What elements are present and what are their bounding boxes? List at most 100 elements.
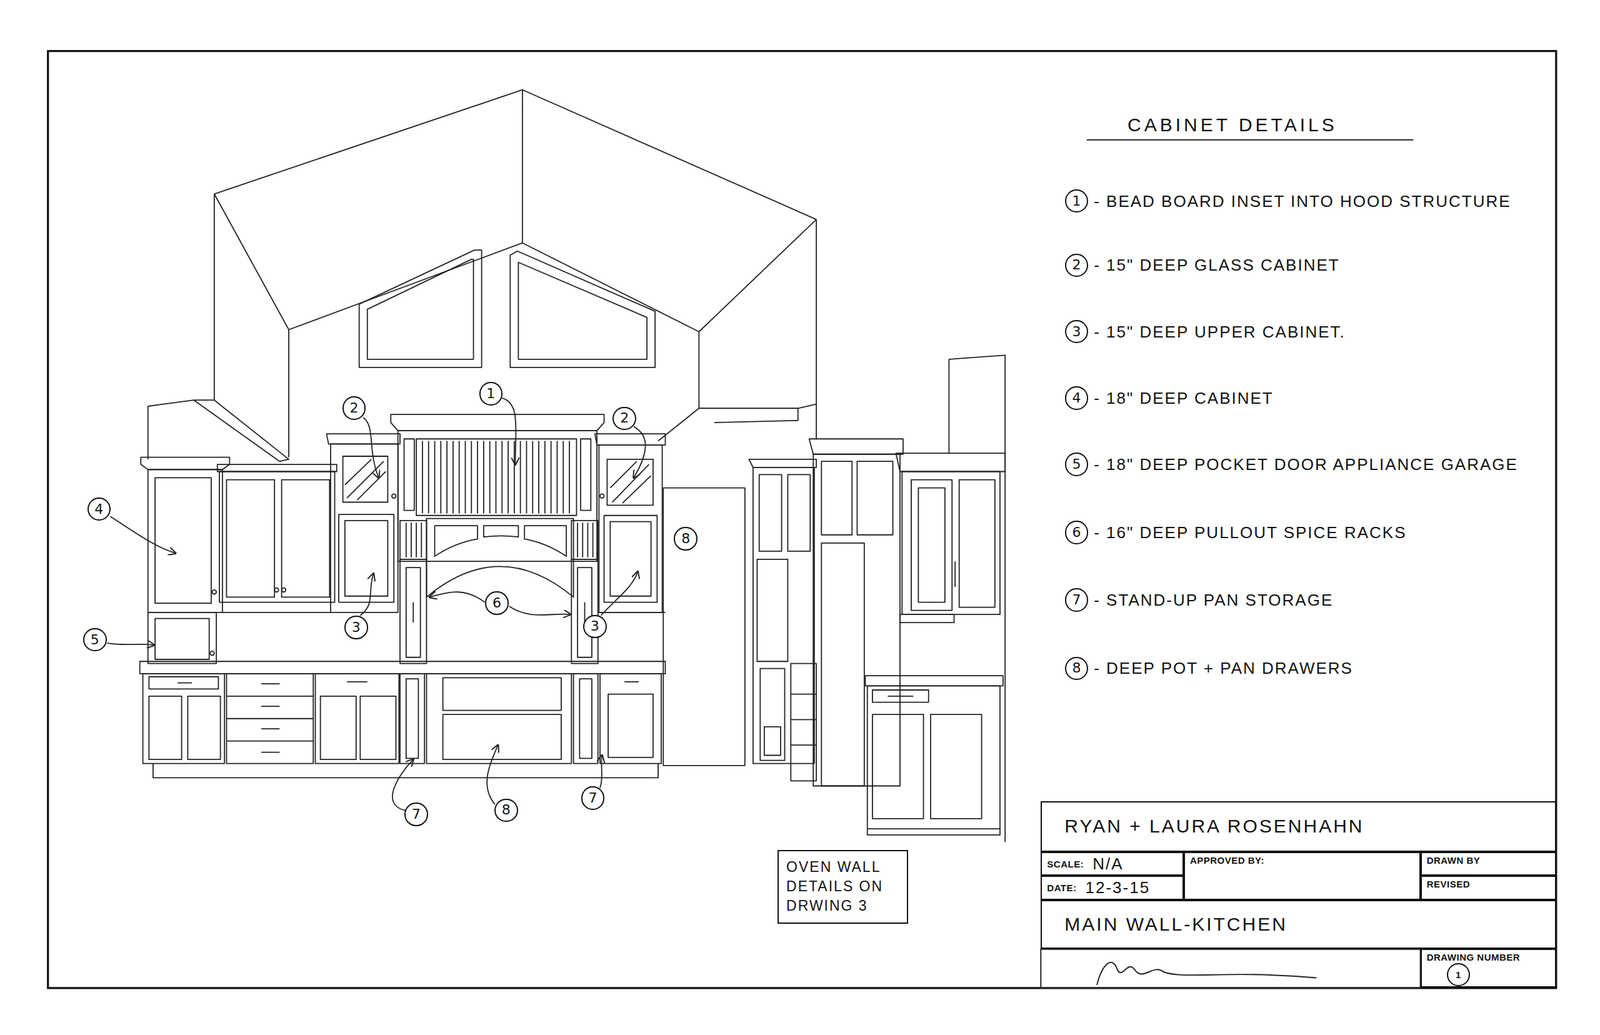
field-label: APPROVED BY:	[1190, 855, 1265, 866]
field-label: REVISED	[1426, 878, 1470, 890]
handwritten-text: MAIN WALL-KITCHEN	[1064, 913, 1288, 935]
side-wall-cabinets	[748, 459, 817, 468]
main-wall-cabinets	[443, 677, 562, 710]
side-wall-cabinets	[895, 453, 1005, 472]
detail-description: - BEAD BOARD INSET INTO HOOD STRUCTURE	[1093, 191, 1511, 211]
callout-number: 6	[1065, 520, 1089, 545]
details-list-marks	[1086, 139, 1414, 141]
drawing-number-cell: DRAWING NUMBER1	[1420, 948, 1557, 988]
callout-number-text: 4	[1071, 391, 1081, 405]
main-wall-cabinets	[320, 696, 357, 760]
main-wall-cabinets	[148, 469, 223, 613]
callout-number: 4	[1065, 386, 1089, 410]
main-wall-cabinets	[281, 480, 330, 598]
callout-number-text: 3	[1071, 325, 1081, 339]
main-wall-cabinets	[600, 493, 605, 499]
side-wall-cabinets	[790, 694, 817, 746]
main-wall-cabinets	[219, 471, 335, 603]
side-wall-cabinets	[790, 663, 817, 782]
callout-number-text: 1	[1455, 969, 1462, 980]
main-wall-cabinets	[274, 588, 279, 593]
note-box: OVEN WALL DETAILS ON DRWING 3	[777, 850, 909, 924]
main-wall-cabinets	[608, 694, 654, 758]
callout-number-text: 5	[90, 633, 100, 647]
main-wall-cabinets	[148, 612, 217, 664]
side-wall-cabinets	[856, 461, 893, 535]
callout-number: 8	[1065, 656, 1089, 681]
field-label: DRAWN BY	[1426, 855, 1481, 866]
field-label: SCALE:	[1046, 858, 1084, 870]
ceiling	[658, 404, 817, 442]
main-wall-cabinets	[600, 673, 662, 764]
ceiling	[359, 250, 482, 368]
main-wall-cabinets	[217, 464, 337, 472]
callout-number-text: 7	[588, 791, 598, 805]
leader-lines	[600, 755, 602, 789]
scale-cell: SCALE: N/A	[1040, 851, 1184, 876]
main-wall-cabinets	[140, 661, 666, 674]
detail-description: - 15" DEEP GLASS CABINET	[1093, 255, 1340, 275]
main-wall-cabinets	[390, 414, 604, 431]
main-wall-cabinets	[577, 567, 592, 658]
main-wall-cabinets	[606, 459, 653, 505]
main-wall-cabinets	[443, 714, 562, 760]
handwritten-text: N/A	[1092, 855, 1124, 872]
detail-description: - STAND-UP PAN STORAGE	[1093, 590, 1334, 610]
main-wall-cabinets	[400, 520, 427, 560]
side-wall-cabinets	[930, 714, 982, 819]
callout-number-text: 8	[1071, 661, 1081, 675]
callout-number: 2	[1065, 253, 1089, 278]
details-list-marks	[1040, 140, 1420, 989]
main-wall-cabinets	[315, 673, 399, 764]
leader-lines	[106, 398, 645, 811]
main-wall-cabinets	[140, 457, 230, 470]
callout-number-text: 1	[486, 386, 495, 401]
leader-lines	[392, 759, 414, 811]
callout-number: 8	[494, 798, 519, 823]
callout-number: 3	[344, 615, 369, 640]
callout-number: 4	[87, 497, 112, 522]
main-wall-cabinets	[226, 480, 275, 598]
callout-number-text: 4	[94, 502, 104, 517]
callout-number-text: 7	[411, 807, 421, 822]
main-wall-cabinets	[610, 461, 651, 504]
main-wall-cabinets	[338, 514, 394, 602]
side-wall-cabinets	[756, 559, 788, 662]
main-wall-cabinets	[148, 676, 219, 690]
callout-number-text: 2	[1071, 258, 1081, 272]
leader-lines	[601, 571, 639, 616]
leader-lines	[429, 591, 485, 602]
field-label: DATE:	[1046, 882, 1077, 894]
drawing-number-circle: 1	[1446, 963, 1471, 987]
side-wall-cabinets	[867, 685, 1000, 829]
callout-number: 7	[581, 786, 605, 810]
callout-number-text: 2	[350, 401, 359, 415]
main-wall-cabinets	[143, 673, 225, 764]
side-wall-cabinets	[872, 714, 924, 819]
callout-number-text: 8	[501, 803, 511, 817]
detail-description: - 18" DEEP CABINET	[1093, 388, 1274, 408]
detail-description: - DEEP POT + PAN DRAWERS	[1093, 658, 1354, 679]
main-wall-cabinets	[571, 559, 598, 664]
side-wall-cabinets	[872, 690, 929, 703]
callout-number: 7	[1065, 588, 1089, 612]
side-wall-cabinets	[954, 561, 956, 587]
side-wall-cabinets	[759, 474, 782, 551]
details-list-marks	[1040, 949, 1420, 989]
side-wall-cabinets	[760, 668, 785, 761]
callout-number: 6	[485, 591, 509, 615]
handwritten-text: 12-3-15	[1085, 879, 1151, 896]
side-wall-cabinets	[813, 454, 900, 787]
main-wall-cabinets	[360, 696, 396, 760]
side-wall-cabinets	[821, 461, 852, 535]
main-wall-cabinets	[391, 493, 397, 499]
main-wall-cabinets	[404, 438, 415, 510]
main-wall-cabinets	[579, 678, 592, 759]
ceiling	[148, 90, 1005, 843]
main-wall-cabinets	[400, 673, 425, 764]
main-wall-cabinets	[155, 618, 210, 660]
callout-number-text: 2	[620, 411, 629, 425]
main-wall-cabinets	[226, 683, 314, 752]
leader-lines	[110, 516, 175, 554]
main-wall-cabinets	[595, 433, 666, 445]
